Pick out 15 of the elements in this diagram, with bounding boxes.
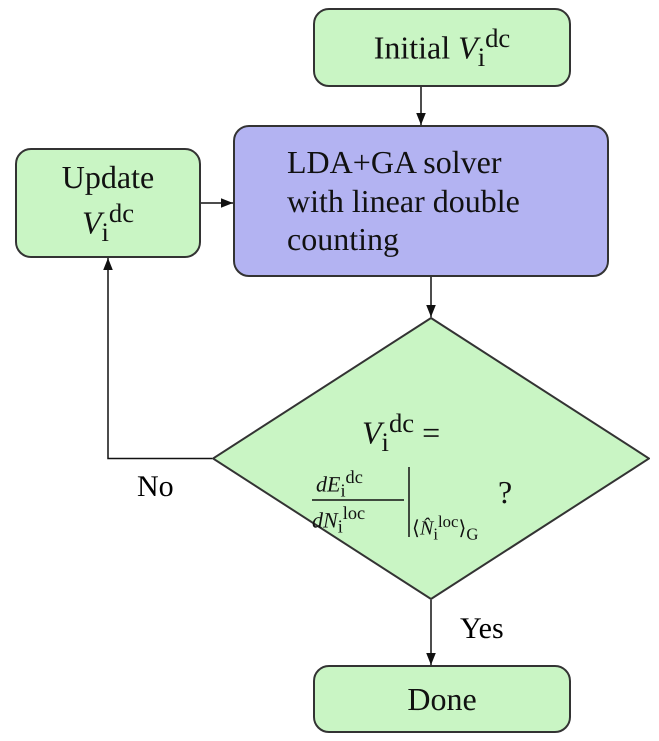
node-text: LDA+GA solver with linear double counting [286,143,521,259]
equation-text: V$_{i}$$^{dc}$ = [362,409,440,458]
arrow [103,258,212,460]
evaluation-subscript: ⟨N̂$_{i}$$^{loc}$⟩$_{G}$ [412,513,478,544]
node-text: Done [407,680,477,718]
step-box [313,665,571,733]
arrow [201,198,233,208]
question-mark: ? [498,475,512,510]
process-box [233,125,609,277]
step-box [15,148,201,258]
arrow [416,87,426,125]
decision-diamond [212,317,650,600]
step-box [313,8,571,87]
arrow [426,277,436,317]
arrow [426,600,436,665]
